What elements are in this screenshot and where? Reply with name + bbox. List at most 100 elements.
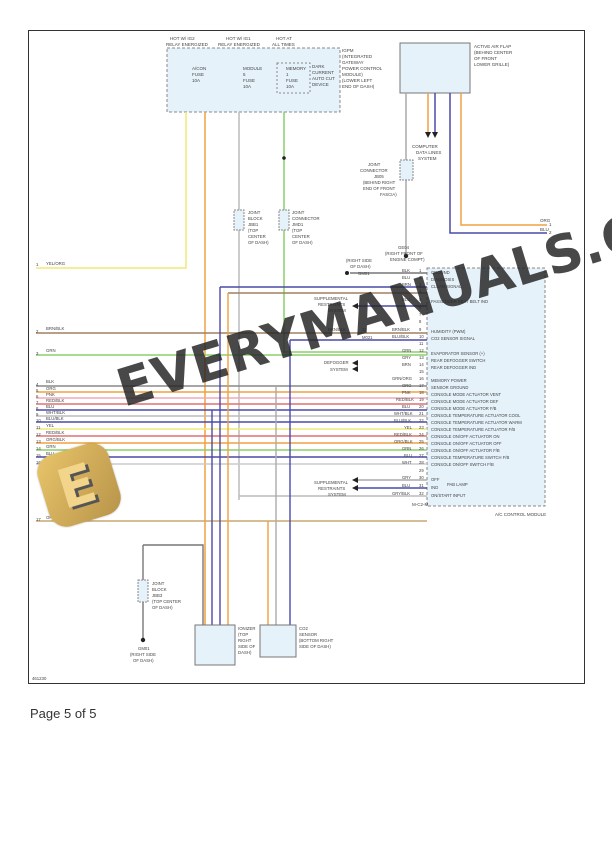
left-wire-1: 1 [36,262,39,267]
svg-text:FUSE: FUSE [243,78,255,83]
right-wire-org: ORG [540,218,551,223]
svg-text:JMD1: JMD1 [292,222,304,227]
ac-control-module-box [426,267,546,507]
right-wire-blu: BLU [540,227,549,232]
fuse-module: MODULE [243,66,262,71]
fuse-memory: MEMORY [286,66,306,71]
svg-text:CONSOLE ON/OFF ACTUATOR ON: CONSOLE ON/OFF ACTUATOR ON [431,434,499,439]
svg-text:CO2 SENSOR SIGNAL: CO2 SENSOR SIGNAL [431,336,476,341]
svg-text:RIGHT: RIGHT [238,638,252,643]
svg-text:CONSOLE MODE ACTUATOR VENT: CONSOLE MODE ACTUATOR VENT [431,392,502,397]
svg-text:21: 21 [419,411,424,416]
svg-text:ORG: ORG [46,386,56,391]
igpm-box [166,47,341,113]
svg-text:PNK: PNK [46,392,55,397]
svg-text:RESTRAINTS: RESTRAINTS [318,302,345,307]
svg-text:DEVICE: DEVICE [312,82,329,87]
svg-text:BLU: BLU [402,404,410,409]
svg-text:HUMIDITY (PWM): HUMIDITY (PWM) [431,329,466,334]
svg-text:JBB3: JBB3 [152,593,163,598]
svg-text:BRN/BLK: BRN/BLK [328,327,346,332]
ground-ge04: GE04 [398,245,410,250]
svg-text:4: 4 [419,289,422,294]
svg-text:ENGINE COMPT): ENGINE COMPT) [390,257,425,262]
svg-text:SENSOR: SENSOR [299,632,317,637]
svg-text:RED/BLK: RED/BLK [394,432,412,437]
svg-text:CONNECTOR: CONNECTOR [360,168,388,173]
svg-text:BLU: BLU [402,483,410,488]
svg-text:OFF: OFF [431,477,440,482]
svg-text:(RIGHT FRONT OF: (RIGHT FRONT OF [385,251,423,256]
svg-text:WHT: WHT [402,460,412,465]
svg-text:5: 5 [36,388,39,393]
svg-text:3: 3 [419,282,422,287]
fuse-acon: A/CON [192,66,206,71]
svg-text:CURRENT: CURRENT [312,70,334,75]
svg-text:OF DASH): OF DASH) [152,605,173,610]
svg-text:MODULE): MODULE) [342,72,363,77]
svg-text:YEL: YEL [46,423,55,428]
svg-text:REAR DEFOGGER SWITCH: REAR DEFOGGER SWITCH [431,358,485,363]
ground-gm01: GM01 [138,646,150,651]
svg-text:20: 20 [419,404,424,409]
svg-text:OF DASH): OF DASH) [133,658,154,663]
svg-text:BLU/BLK: BLU/BLK [392,334,409,339]
active-air-flap-label: ACTIVE AIR FLAP [474,44,511,49]
svg-text:BLU: BLU [46,404,54,409]
svg-text:GRY/BLK: GRY/BLK [392,491,410,496]
svg-text:IND: IND [431,485,438,490]
svg-text:GRN/ORG: GRN/ORG [392,376,412,381]
svg-text:(TOP: (TOP [292,228,302,233]
svg-text:JBB1: JBB1 [248,222,259,227]
svg-text:6: 6 [36,394,39,399]
svg-text:REAR DEFOGGER IND: REAR DEFOGGER IND [431,365,476,370]
svg-text:BLK: BLK [402,268,410,273]
svg-text:CONSOLE TEMPERATURE ACTUATOR W: CONSOLE TEMPERATURE ACTUATOR WARM [431,420,522,425]
svg-text:27: 27 [419,453,424,458]
svg-text:2: 2 [36,329,39,334]
svg-text:14: 14 [419,362,424,367]
svg-text:19: 19 [419,397,424,402]
svg-text:WHT/BLK: WHT/BLK [46,410,65,415]
svg-text:DATA LINES: DATA LINES [416,150,441,155]
srs-label-2: SUPPLEMENTAL [314,480,349,485]
svg-text:(BOTTOM RIGHT: (BOTTOM RIGHT [299,638,334,643]
svg-text:BLU/BLK: BLU/BLK [394,418,411,423]
svg-text:25: 25 [419,439,424,444]
svg-text:OF FRONT: OF FRONT [474,56,497,61]
pab-lamp-label: PAB LAMP [447,482,468,487]
svg-text:10: 10 [419,334,424,339]
svg-text:8: 8 [36,406,39,411]
svg-text:BLU: BLU [404,453,412,458]
svg-text:ON/START INPUT: ON/START INPUT [431,493,466,498]
svg-text:5: 5 [243,72,246,77]
svg-text:GRY: GRY [402,355,411,360]
svg-text:SYSTEM: SYSTEM [330,367,348,372]
svg-text:CONSOLE MODE ACTUATOR F/B: CONSOLE MODE ACTUATOR F/B [431,406,497,411]
svg-text:15: 15 [36,453,41,458]
svg-text:11: 11 [36,425,41,430]
svg-text:OF DASH): OF DASH) [350,264,371,269]
svg-text:14: 14 [36,446,41,451]
joint-jbb3: JOINT [152,581,165,586]
svg-text:BRN: BRN [402,362,411,367]
svg-text:(RIGHT SIDE: (RIGHT SIDE [346,258,372,263]
svg-text:24: 24 [419,432,424,437]
svg-text:SENSOR GROUND: SENSOR GROUND [431,385,468,390]
active-air-flap-box [399,42,471,94]
svg-text:GRN: GRN [402,348,411,353]
svg-text:12: 12 [36,432,41,437]
svg-text:9: 9 [36,412,39,417]
svg-text:17: 17 [36,517,41,522]
svg-text:CONSOLE MODE ACTUATOR DEF: CONSOLE MODE ACTUATOR DEF [431,399,499,404]
svg-text:JB05: JB05 [374,174,384,179]
svg-text:FUSE: FUSE [192,72,204,77]
svg-text:(BEHIND RIGHT: (BEHIND RIGHT [363,180,396,185]
svg-text:10A: 10A [286,84,294,89]
co2-sensor-label: CO2 [299,626,308,631]
svg-text:ORG/BLK: ORG/BLK [394,439,413,444]
svg-text:M021: M021 [362,335,373,340]
svg-text:CONNECTOR: CONNECTOR [292,216,320,221]
svg-text:EVAPORATOR SENSOR (+): EVAPORATOR SENSOR (+) [431,351,485,356]
svg-text:RED/BLK: RED/BLK [396,397,414,402]
